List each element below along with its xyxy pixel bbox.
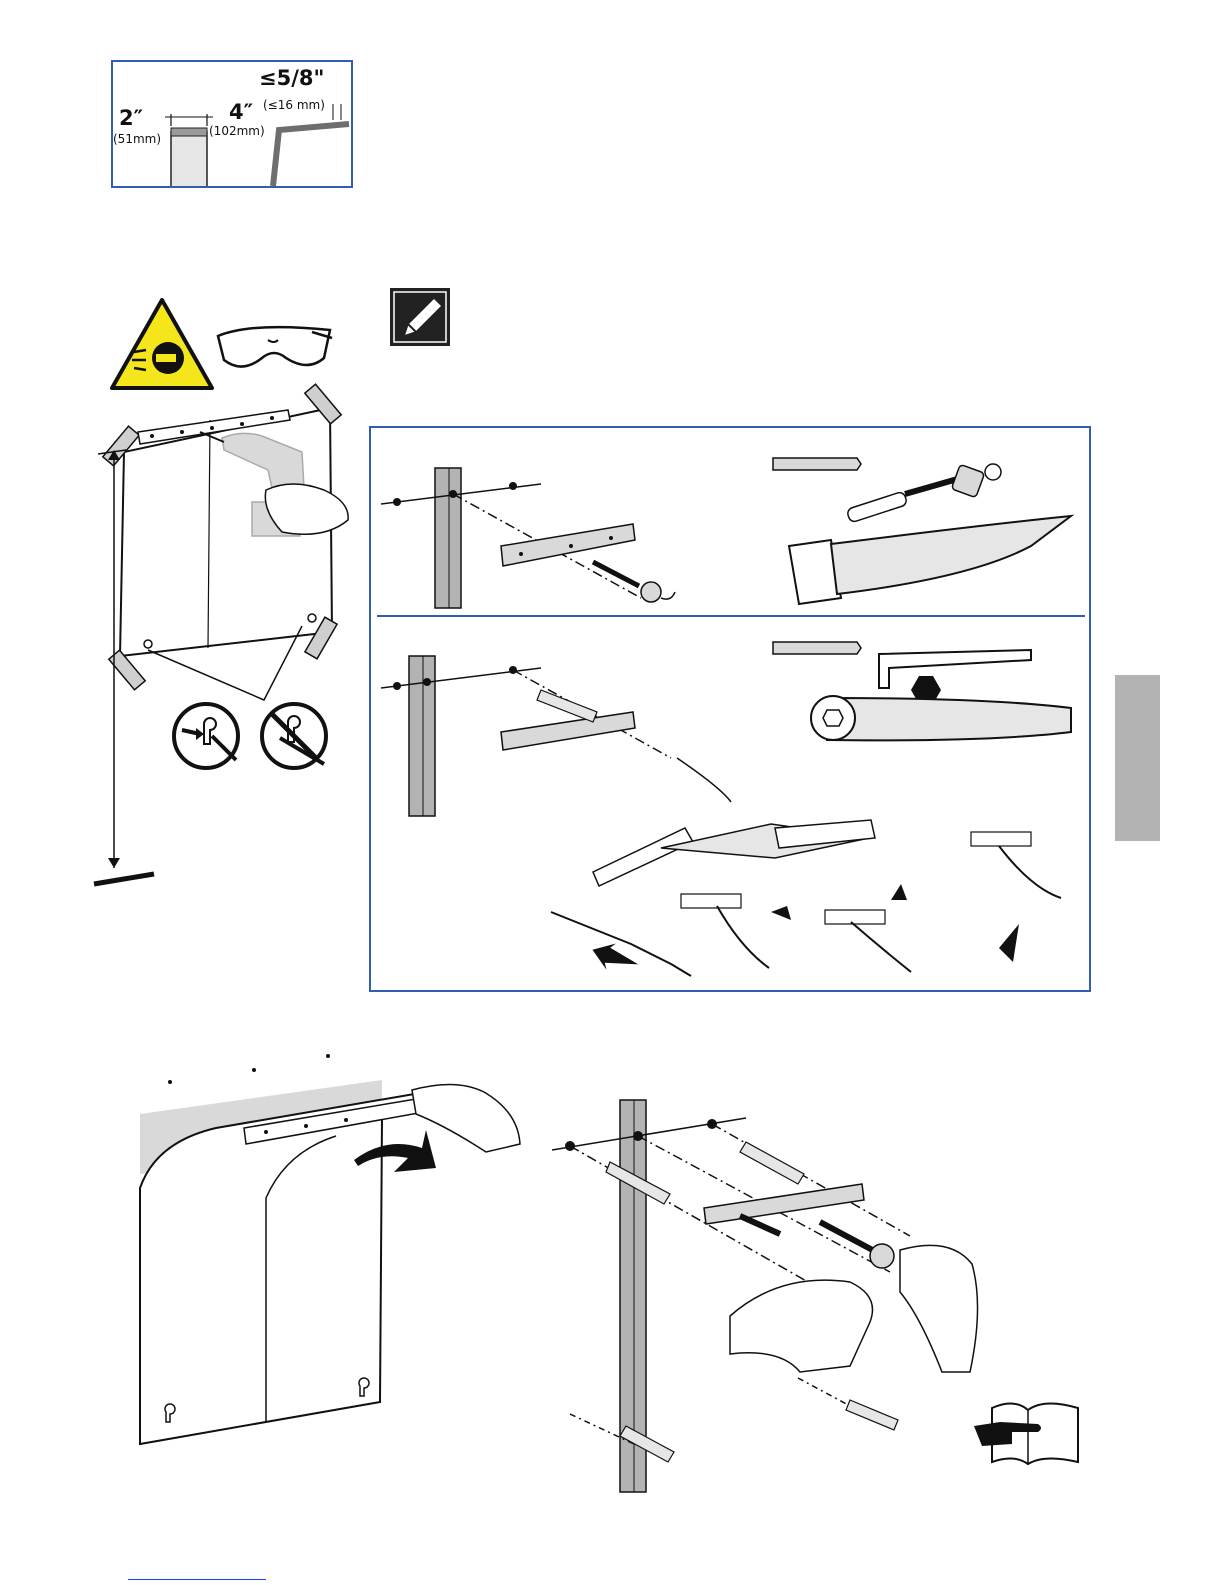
pencil-mark-icon xyxy=(390,288,450,346)
stud-gap-mm-label: (102mm) xyxy=(209,124,265,138)
mounting-hardware-panel xyxy=(369,426,1091,992)
stud-dimension-diagram: 2″ (51mm) 4″ (102mm) ≤5/8" (≤16 mm) xyxy=(111,60,353,188)
template-drilling-diagram xyxy=(92,380,362,900)
template-removal-diagram xyxy=(136,1052,520,1448)
wall-thickness-mm-label: (≤16 mm) xyxy=(263,98,325,112)
stud-width-label: 2″ xyxy=(119,106,143,130)
wall-thickness-label: ≤5/8" xyxy=(259,66,324,90)
read-manual-icon xyxy=(972,1396,1080,1466)
hardware-options-drawing xyxy=(371,428,1089,990)
footer-link-underline xyxy=(128,1579,266,1580)
no-drill-through-keyhole-icon xyxy=(170,700,340,772)
eye-protection-warning-icon xyxy=(108,296,216,392)
section-tab xyxy=(1115,675,1160,841)
safety-glasses-icon xyxy=(212,318,336,376)
stud-width-mm-label: (51mm) xyxy=(113,132,161,146)
stud-gap-label: 4″ xyxy=(229,100,253,124)
bracket-installation-diagram xyxy=(550,1096,1010,1496)
